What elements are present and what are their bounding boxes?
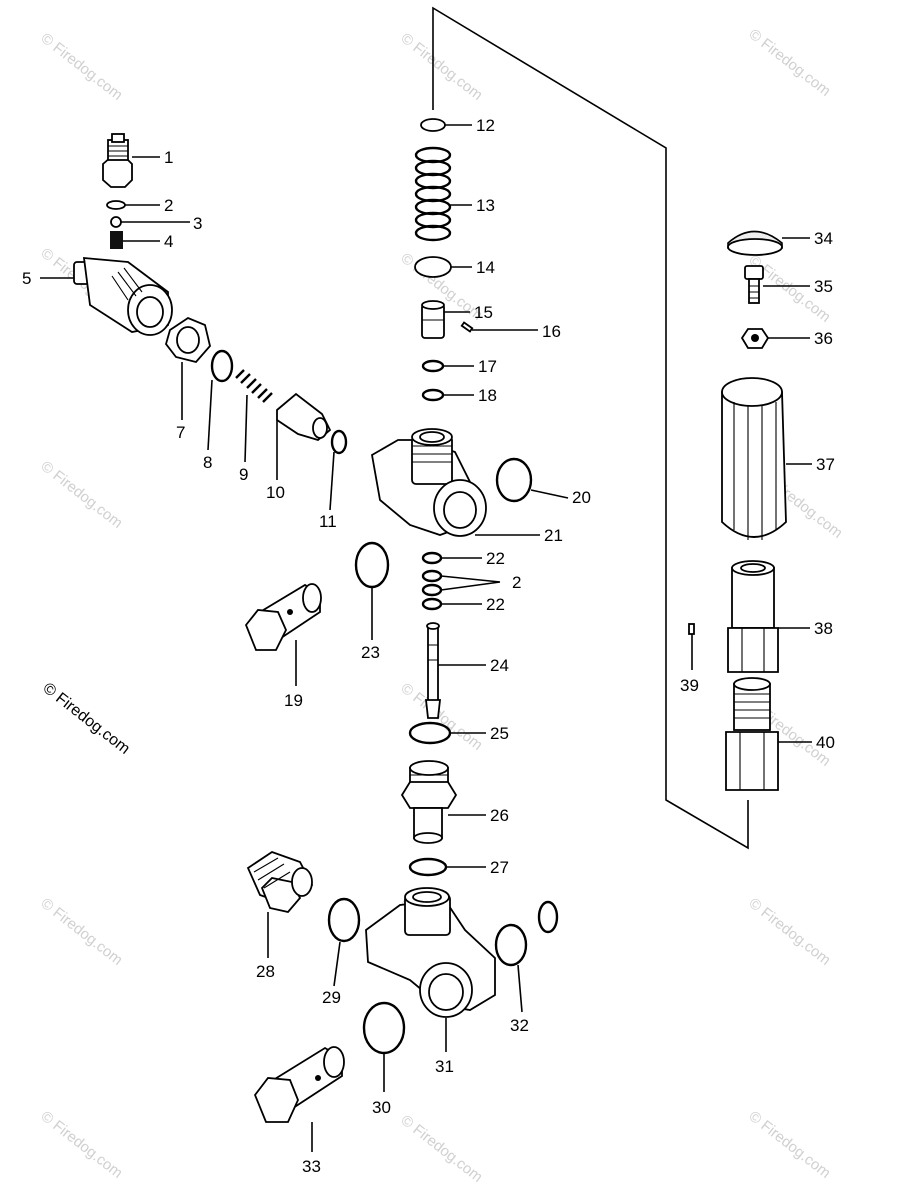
part-1-fitting — [102, 133, 133, 188]
part-5-housing — [73, 257, 173, 336]
part-17-o-ring — [421, 359, 445, 373]
part-33-banjo-bolt — [253, 1046, 345, 1123]
callout-23: 23 — [361, 643, 380, 662]
part-18-o-ring — [421, 388, 445, 402]
callout-38: 38 — [814, 619, 833, 638]
part-24-valve-stem — [424, 622, 442, 719]
callout-19: 19 — [284, 691, 303, 710]
part-28-nipple-fitting — [246, 851, 314, 913]
part-38-valve-housing — [727, 560, 779, 673]
part-11-washer — [330, 429, 348, 455]
callout-8: 8 — [203, 453, 212, 472]
callout-14: 14 — [476, 258, 495, 277]
part-39-pin — [688, 623, 695, 635]
part-32-washer-small — [537, 900, 559, 934]
callout-22: 22 — [486, 549, 505, 568]
callout-12: 12 — [476, 116, 495, 135]
callout-labels: 1 2 3 4 5 7 8 9 10 11 12 13 14 15 16 17 … — [22, 116, 835, 1176]
callout-24: 24 — [490, 656, 509, 675]
callout-11: 11 — [319, 512, 337, 531]
callout-15: 15 — [474, 303, 493, 322]
callout-16: 16 — [542, 322, 561, 341]
part-34-cap — [727, 230, 783, 256]
part-32-washer — [494, 923, 528, 967]
callout-20: 20 — [572, 488, 591, 507]
part-9-spring — [235, 369, 273, 403]
callout-37: 37 — [816, 455, 835, 474]
callout-35: 35 — [814, 277, 833, 296]
callout-10: 10 — [266, 483, 285, 502]
callout-5: 5 — [22, 269, 31, 288]
part-37-knob — [721, 377, 787, 540]
callout-2: 2 — [164, 196, 173, 215]
callout-4: 4 — [164, 232, 173, 251]
part-29-washer — [327, 897, 361, 943]
part-2-o-ring — [421, 569, 443, 583]
callout-25: 25 — [490, 724, 509, 743]
part-7-hex-nut — [165, 316, 211, 364]
callout-32: 32 — [510, 1016, 529, 1035]
callout-39: 39 — [680, 676, 699, 695]
watermark: © Firedog.com — [38, 895, 126, 969]
part-14-seat — [414, 256, 452, 278]
part-2-o-ring — [106, 200, 126, 210]
callout-9: 9 — [239, 465, 248, 484]
part-23-washer — [354, 541, 390, 589]
callout-26: 26 — [490, 806, 509, 825]
callout-7: 7 — [176, 423, 185, 442]
watermark: © Firedog.com — [398, 680, 486, 754]
part-4-spring — [110, 231, 123, 249]
part-40-connector — [725, 677, 779, 791]
callout-22: 22 — [486, 595, 505, 614]
credit-text: © Firedog.com — [40, 680, 133, 758]
part-10-piston — [276, 392, 332, 442]
callout-21: 21 — [544, 526, 563, 545]
part-3-ball — [110, 216, 122, 228]
part-31-valve-body — [365, 887, 496, 1018]
part-13-spring — [414, 146, 452, 242]
part-22-o-ring — [421, 597, 443, 611]
callout-40: 40 — [816, 733, 835, 752]
callout-31: 31 — [435, 1057, 454, 1076]
part-35-screw — [744, 265, 764, 304]
part-15-plunger — [421, 300, 445, 339]
watermark: © Firedog.com — [398, 30, 486, 104]
callout-27: 27 — [490, 858, 509, 877]
callout-3: 3 — [193, 214, 202, 233]
callout-2: 2 — [512, 573, 521, 592]
callout-29: 29 — [322, 988, 341, 1007]
part-16-pin — [460, 321, 474, 333]
watermark: © Firedog.com — [38, 30, 126, 104]
callout-28: 28 — [256, 962, 275, 981]
callout-34: 34 — [814, 229, 833, 248]
part-12-cap — [420, 118, 446, 132]
part-27-o-ring — [408, 857, 448, 877]
watermark: © Firedog.com — [746, 895, 834, 969]
part-26-seat-fitting — [400, 760, 458, 844]
callout-18: 18 — [478, 386, 497, 405]
callout-13: 13 — [476, 196, 495, 215]
callout-1: 1 — [164, 148, 173, 167]
assembly-bracket-line — [432, 6, 749, 850]
watermark: © Firedog.com — [746, 26, 834, 100]
part-8-washer — [210, 349, 234, 383]
callout-17: 17 — [478, 357, 497, 376]
part-25-o-ring — [408, 721, 452, 745]
part-30-washer — [362, 1001, 406, 1055]
callout-36: 36 — [814, 329, 833, 348]
part-20-washer — [495, 457, 533, 503]
callout-33: 33 — [302, 1157, 321, 1176]
part-2-o-ring — [421, 583, 443, 597]
watermark: © Firedog.com — [38, 1108, 126, 1182]
part-21-valve-body — [371, 428, 487, 537]
callout-30: 30 — [372, 1098, 391, 1117]
watermark: © Firedog.com — [746, 1108, 834, 1182]
part-19-banjo-bolt — [244, 583, 322, 651]
leader-lines — [40, 124, 812, 1152]
part-36-nut — [740, 328, 770, 349]
watermark: © Firedog.com — [398, 1112, 486, 1186]
part-22-o-ring — [421, 551, 443, 565]
watermark: © Firedog.com — [38, 458, 126, 532]
